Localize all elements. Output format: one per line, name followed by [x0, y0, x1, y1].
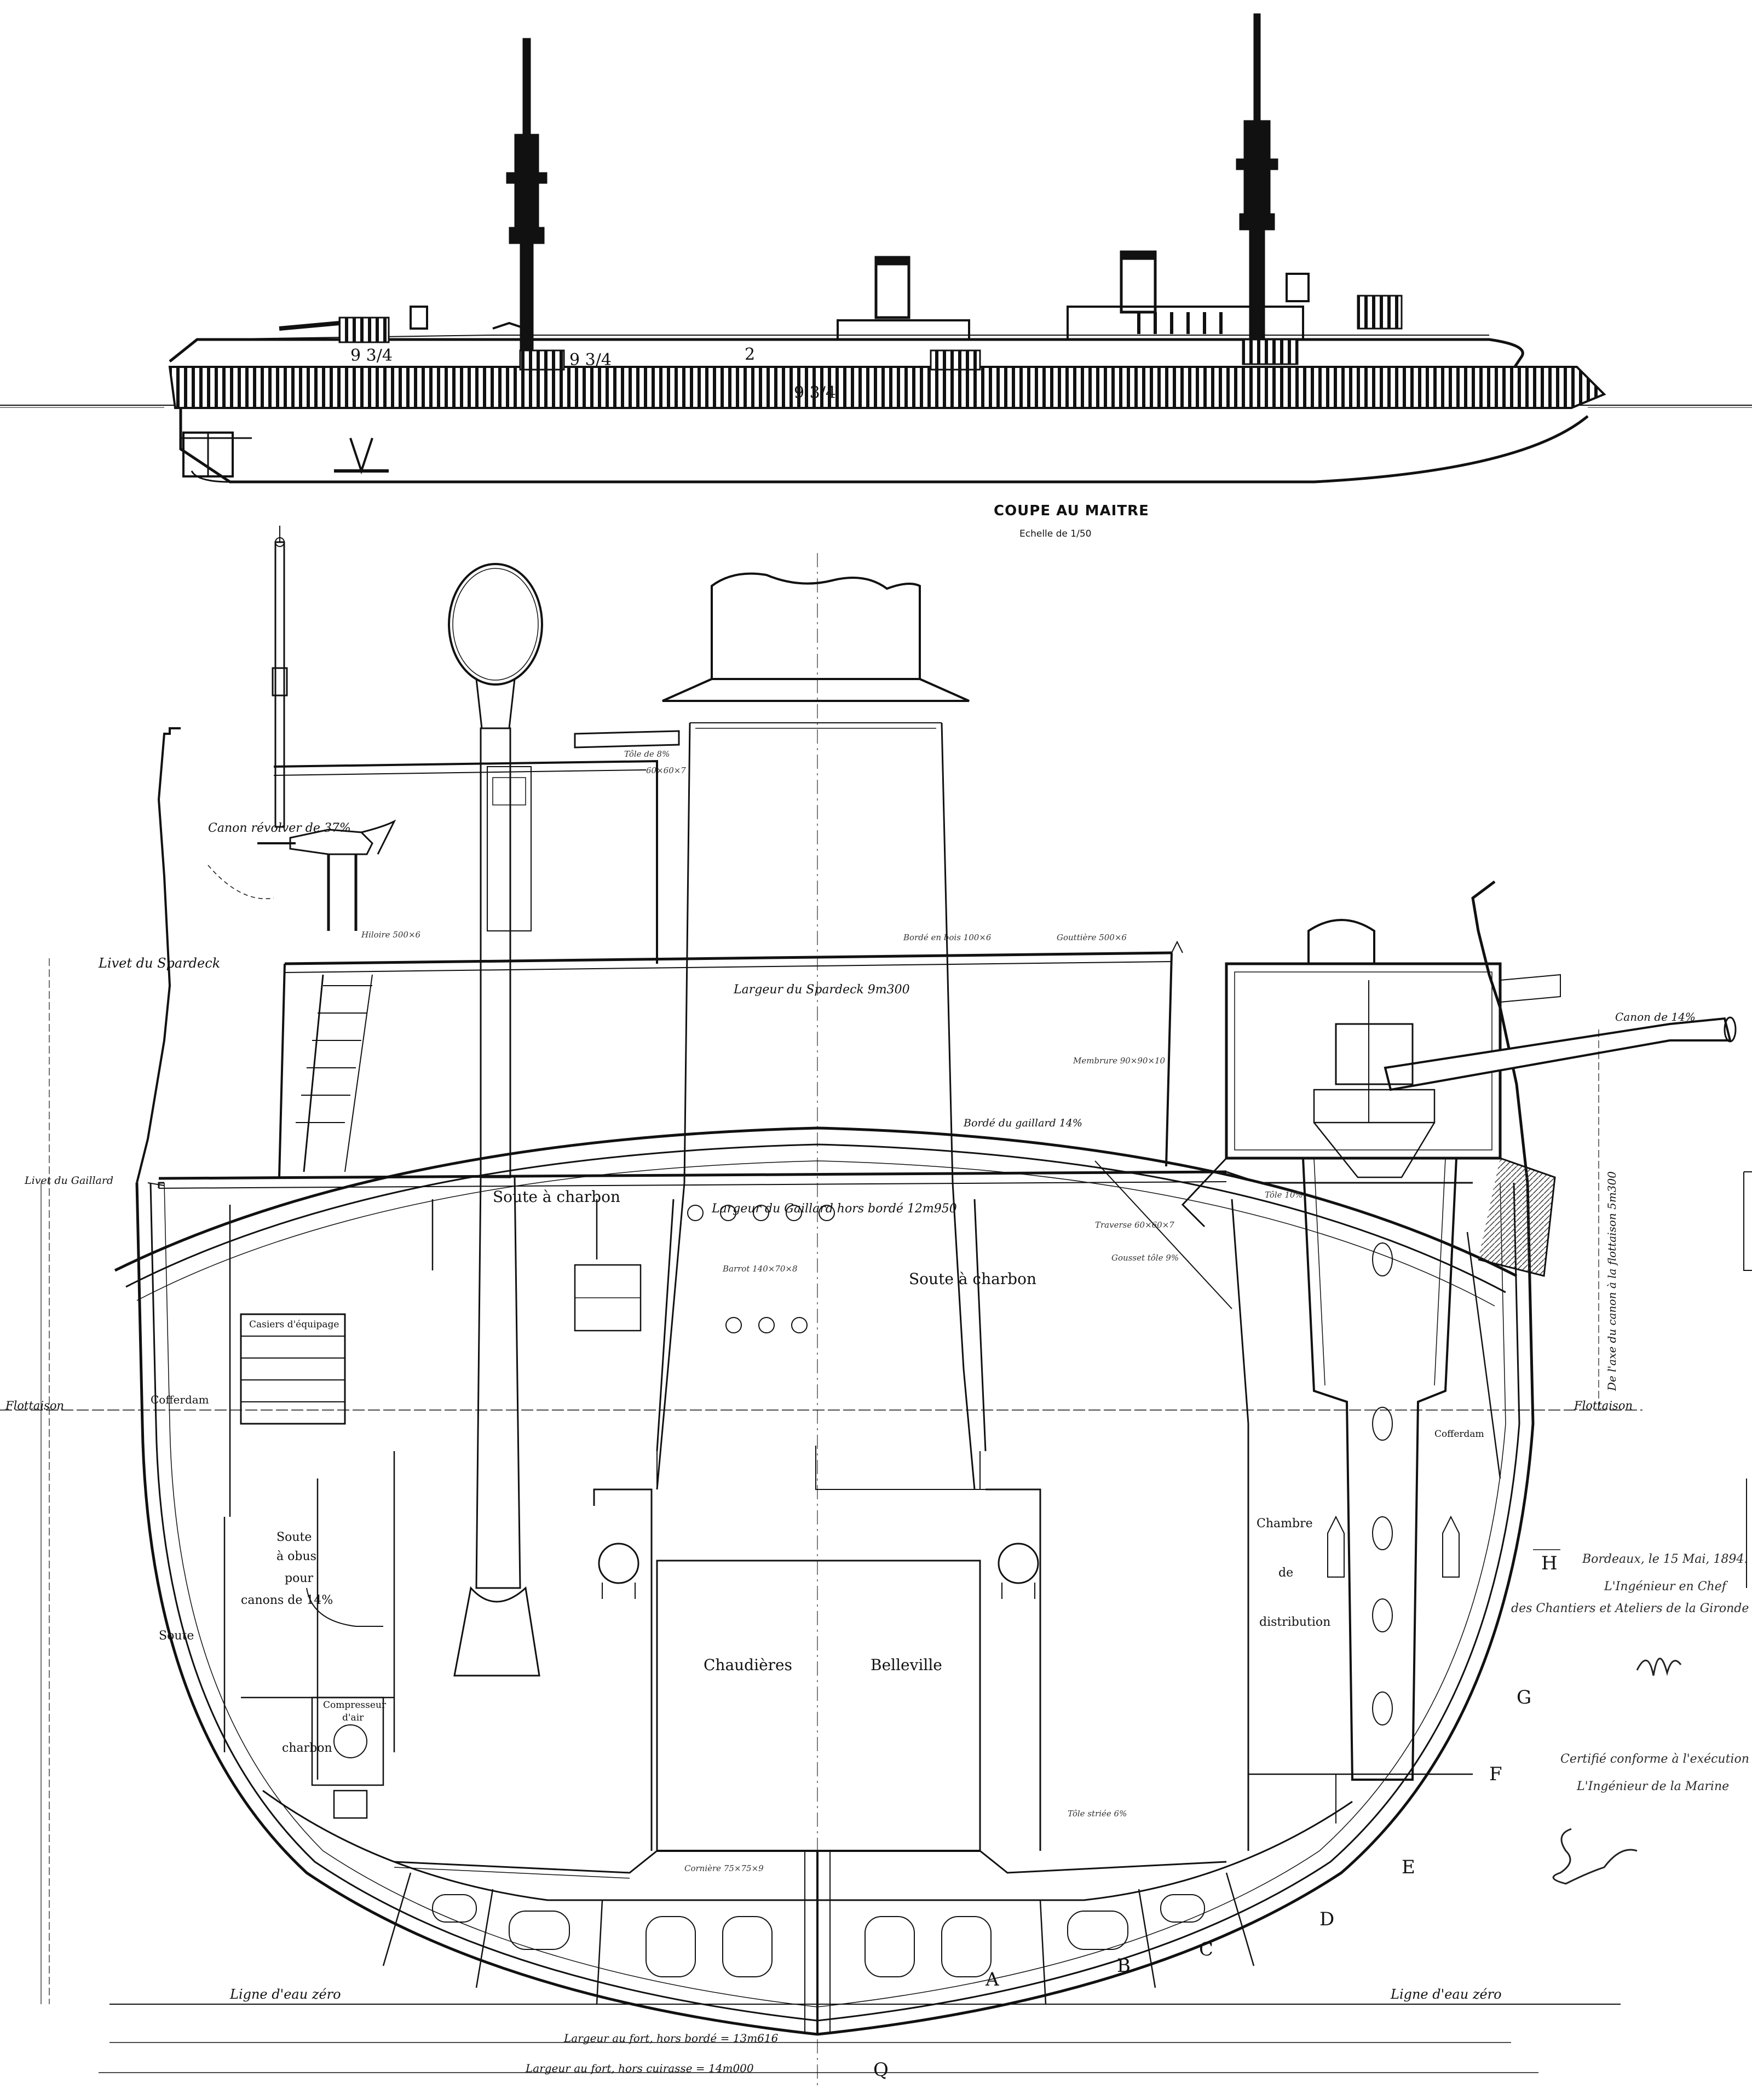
section-scale: Echelle de 1/50	[1019, 528, 1092, 539]
room-soute-obus-1: Soute	[276, 1531, 312, 1544]
label-canon-14: Canon de 14%	[1615, 1010, 1696, 1023]
baselines	[0, 958, 1642, 2073]
dim-note-12: Gousset tôle 9%	[1111, 1253, 1179, 1263]
label-axe-canon: De l'axe du canon à la flottaison 5m300	[1605, 1171, 1618, 1391]
profile-gun-label-2: 9 3/4	[569, 350, 612, 370]
bunkers	[223, 1160, 1249, 1819]
turret	[1181, 919, 1737, 1851]
frame-letter-a: A	[986, 1969, 999, 1990]
room-soute-obus-2: à obus	[276, 1550, 316, 1563]
frame-letter-g: G	[1517, 1687, 1532, 1708]
signature-chief	[1636, 1658, 1682, 1676]
label-largeur-cuirasse: Largeur au fort, hors cuirasse = 14m000	[526, 2062, 754, 2075]
ventilator	[448, 563, 543, 1677]
frame-letter-c: C	[1199, 1938, 1214, 1960]
signature-navy	[1552, 1828, 1638, 1885]
room-soute-obus-4: canons de 14%	[241, 1593, 333, 1607]
ship-profile	[0, 13, 1752, 484]
dim-note-7: Tôle striée 6%	[1068, 1809, 1127, 1819]
room-chambre-2: de	[1278, 1566, 1294, 1580]
profile-gun-label-4: 9 3/4	[794, 383, 836, 402]
dim-note-8: Cornière 75×75×9	[684, 1863, 764, 1873]
dim-note-5: Membrure 90×90×10	[1073, 1056, 1166, 1066]
label-livet-gaillard: Livet du Gaillard	[25, 1175, 114, 1187]
signatures	[1552, 1658, 1682, 1885]
label-largeur-borde: Largeur au fort, hors bordé = 13m616	[564, 2032, 779, 2045]
label-largeur-spardeck: Largeur du Spardeck 9m300	[734, 983, 910, 997]
room-chambre-3: distribution	[1259, 1615, 1331, 1629]
cert-place-date: Bordeaux, le 15 Mai, 1894.	[1582, 1552, 1748, 1566]
cert-navy-engineer: L'Ingénieur de la Marine	[1577, 1780, 1730, 1793]
frame-letter-f: F	[1489, 1763, 1502, 1785]
label-flottaison-left: Flottaison	[5, 1399, 64, 1412]
section-title: COUPE AU MAITRE	[994, 503, 1149, 519]
dim-note-9: Hiloire 500×6	[361, 930, 421, 940]
label-ligne-eau-left: Ligne d'eau zéro	[230, 1987, 341, 2002]
room-belleville: Belleville	[871, 1656, 942, 1674]
deck-spardeck	[278, 940, 1183, 1178]
cert-certified: Certifié conforme à l'exécution	[1560, 1752, 1749, 1766]
dim-note-4: Gouttière 500×6	[1057, 933, 1127, 942]
profile-gun-label-1: 9 3/4	[350, 346, 393, 365]
dim-note-1: Tôle de 8%	[624, 749, 670, 759]
funnel	[656, 572, 976, 1490]
room-casiers: Casiers d'équipage	[249, 1319, 339, 1330]
room-soute-charbon-1: Soute à charbon	[493, 1188, 620, 1206]
margin-right	[1743, 1171, 1752, 1588]
frame-letter-b: B	[1117, 1955, 1131, 1977]
frame-letter-h: H	[1541, 1552, 1558, 1574]
bridge-and-mast	[208, 526, 680, 964]
dim-note-11: Barrot 140×70×8	[723, 1264, 798, 1274]
label-canon-revolver: Canon révolver de 37%	[208, 821, 351, 835]
room-compresseur-2: d'air	[342, 1712, 364, 1723]
room-charbon-left: charbon	[282, 1741, 332, 1755]
label-ligne-eau-right: Ligne d'eau zéro	[1391, 1987, 1502, 2002]
dim-note-6: Traverse 60×60×7	[1095, 1220, 1174, 1230]
frame-letter-e: E	[1402, 1856, 1415, 1878]
label-flottaison-right: Flottaison	[1574, 1399, 1633, 1412]
boilers	[593, 1446, 1041, 1852]
label-borde-gaillard: Bordé du gaillard 14%	[964, 1117, 1082, 1129]
profile-gun-label-3: 2	[745, 345, 756, 364]
dim-note-3: Bordé en bois 100×6	[903, 933, 992, 942]
room-soute-obus-3: pour	[285, 1572, 314, 1585]
frame-letter-d: D	[1319, 1908, 1335, 1930]
room-soute-left: Soute	[159, 1629, 194, 1643]
room-compresseur-1: Compresseur	[323, 1700, 387, 1711]
frame-letter-q: Q	[873, 2059, 889, 2081]
dim-note-10: Tôle 10%	[1265, 1190, 1303, 1200]
room-chambre-1: Chambre	[1257, 1517, 1313, 1531]
room-cofferdam-right: Cofferdam	[1434, 1429, 1484, 1440]
label-largeur-gaillard: Largeur du Gaillard hors bordé 12m950	[712, 1202, 957, 1216]
deck-gaillard	[158, 1170, 1473, 1189]
room-chaudieres: Chaudières	[704, 1656, 792, 1674]
midship-section	[114, 553, 1535, 2086]
dim-note-2: 60×60×7	[646, 766, 686, 775]
cert-company: des Chantiers et Ateliers de la Gironde	[1511, 1602, 1749, 1615]
room-cofferdam-left: Cofferdam	[151, 1393, 209, 1406]
label-livet-spardeck: Livet du Spardeck	[99, 956, 221, 971]
cert-engineer-title: L'Ingénieur en Chef	[1604, 1580, 1726, 1593]
room-soute-charbon-2: Soute à charbon	[909, 1270, 1036, 1288]
